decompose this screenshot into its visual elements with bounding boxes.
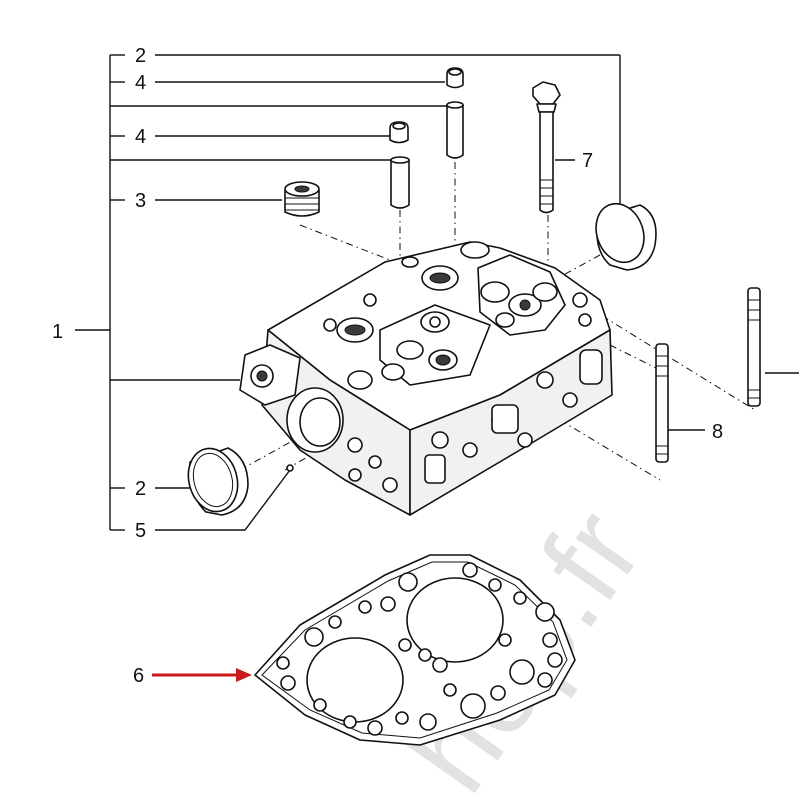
expansion-plug-upper <box>595 202 657 271</box>
callout-6: 6 <box>133 665 144 687</box>
expansion-plug-lower <box>187 447 249 516</box>
callout-1: 1 <box>52 321 63 343</box>
callout-4-upper: 4 <box>135 72 146 94</box>
head-gasket <box>254 554 576 746</box>
stud-right <box>747 287 761 407</box>
callout-4-lower: 4 <box>135 126 146 148</box>
callout-3: 3 <box>135 190 146 212</box>
callout-arrow-6 <box>152 668 252 682</box>
valve-guide-left <box>389 121 410 209</box>
dowel-pin <box>286 464 294 472</box>
callout-8: 8 <box>712 421 723 443</box>
callout-2-lower: 2 <box>135 478 146 500</box>
callout-5: 5 <box>135 520 146 542</box>
head-bolt <box>532 81 561 214</box>
threaded-plug <box>284 181 320 217</box>
callout-labels: 1 2 4 4 3 2 5 7 8 6 <box>52 45 723 687</box>
callout-2-upper: 2 <box>135 45 146 67</box>
stud-center <box>655 343 669 463</box>
valve-guide-right <box>446 67 464 159</box>
callout-7: 7 <box>582 150 593 172</box>
cylinder-head <box>239 241 613 516</box>
leader-bracket <box>75 54 799 531</box>
